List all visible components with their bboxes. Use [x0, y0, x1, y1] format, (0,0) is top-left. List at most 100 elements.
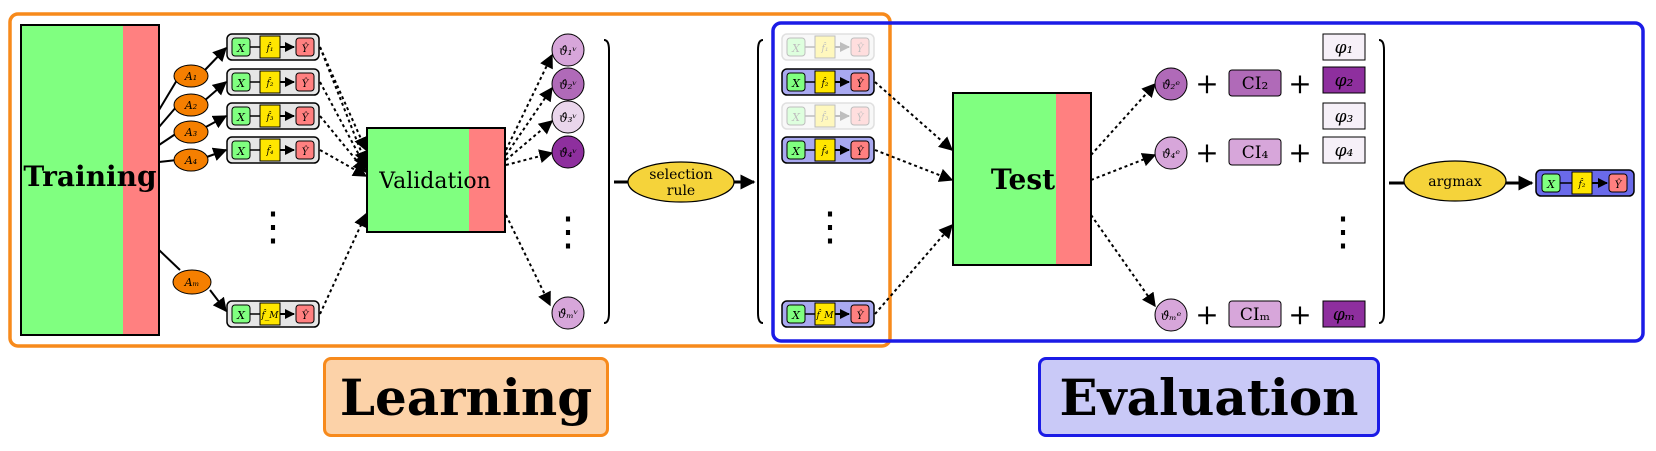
pipeline-input: X	[1546, 178, 1556, 191]
pipeline-faded: X f̂₁ Ŷ	[781, 33, 875, 61]
pipeline-input: X	[791, 145, 801, 158]
learning-title: Learning	[323, 357, 609, 437]
selection-rule-label: selection	[649, 167, 713, 183]
pipeline-input: X	[236, 309, 246, 322]
pipeline-model: f̂₃	[821, 111, 829, 123]
pipeline-selected: X f̂_M Ŷ	[781, 300, 875, 328]
pipeline-selected: X f̂₄ Ŷ	[781, 136, 875, 164]
agent-node: A₂	[173, 93, 209, 117]
evaluation-row: ϑ̂₂ᵉ + CI₂ +	[1154, 67, 1312, 101]
phi-label: φ₃	[1335, 107, 1354, 127]
pipeline-input: X	[791, 77, 801, 90]
estimate-label: ϑ̂₄ᵛ	[559, 146, 577, 160]
test-to-estimates-arrows	[1090, 82, 1157, 308]
pipeline-model: f̂₃	[266, 111, 274, 123]
plus-sign: +	[1288, 136, 1311, 169]
evaluation-title: Evaluation	[1038, 357, 1380, 437]
pipeline-output: Ŷ	[857, 78, 865, 90]
evaluation-row: ϑ̂₄ᵉ + CI₄ +	[1154, 136, 1312, 170]
pipeline-input: X	[791, 309, 801, 322]
pipeline-output: Ŷ	[1615, 179, 1623, 191]
estimate-node: ϑ̂₃ᵛ	[551, 100, 585, 134]
estimate-label: ϑ̂₂ᵛ	[559, 78, 577, 92]
pipeline-output: Ŷ	[857, 112, 865, 124]
validation-dataset: Validation	[366, 127, 506, 233]
agent-node: A₃	[173, 120, 209, 144]
phi-label: φ₂	[1335, 71, 1354, 91]
pipeline-model: f̂₂	[1578, 178, 1586, 190]
pipeline-input: X	[791, 111, 801, 124]
plus-sign: +	[1195, 136, 1218, 169]
pipeline-model: f̂₄	[266, 145, 274, 157]
phi-box: φ₁	[1322, 33, 1366, 61]
learning-title-text: Learning	[339, 367, 593, 427]
selected-pipeline-result: X f̂₂ Ŷ	[1535, 169, 1635, 197]
pipeline-output: Ŷ	[857, 310, 865, 322]
phi-box: φₘ	[1322, 300, 1366, 328]
ci-label: CI₄	[1242, 143, 1269, 163]
plus-sign: +	[1288, 298, 1311, 331]
pipeline-output: Ŷ	[302, 78, 310, 90]
left-bracket	[757, 39, 764, 324]
validation-to-estimates-arrows	[505, 53, 554, 307]
pipeline-model: f̂_M	[815, 309, 834, 321]
pipeline-ellipsis: ⋮	[253, 204, 293, 250]
agent-label: A₁	[184, 70, 197, 83]
pipeline-output: Ŷ	[302, 146, 310, 158]
argmax-label: argmax	[1428, 174, 1482, 190]
agent-label: A₄	[184, 154, 197, 167]
pipeline: X f̂_M Ŷ	[226, 300, 320, 328]
pipeline-input: X	[236, 111, 246, 124]
argmax-node: argmax	[1403, 160, 1507, 202]
pipeline: X f̂₃ Ŷ	[226, 102, 320, 130]
training-label: Training	[23, 160, 156, 193]
evaluation-row: ϑ̂ₘᵉ + CIₘ +	[1154, 298, 1312, 332]
agent-nodes: A₁ A₂ A₃ A₄ Aₘ	[172, 64, 212, 295]
pipeline-selected: X f̂₂ Ŷ	[781, 68, 875, 96]
validation-estimates: ϑ̂₁ᵛ ϑ̂₂ᵛ ϑ̂₃ᵛ ϑ̂₄ᵛ ϑ̂ₘᵛ	[551, 33, 585, 330]
pipeline-input: X	[236, 145, 246, 158]
phi-box: φ₃	[1322, 102, 1366, 130]
pipeline-output: Ŷ	[857, 43, 865, 55]
pipeline-model: f̂_M	[260, 309, 279, 321]
pipeline: X f̂₂ Ŷ	[226, 68, 320, 96]
right-bracket	[603, 39, 610, 324]
estimate-label: ϑ̂ₘᵛ	[558, 307, 578, 321]
pipeline: X f̂₄ Ŷ	[226, 136, 320, 164]
estimate-node: ϑ̂₂ᵛ	[551, 67, 585, 101]
pipeline-ellipsis: ⋮	[810, 204, 850, 250]
pipeline-output: Ŷ	[857, 146, 865, 158]
pipeline-model: f̂₁	[821, 42, 829, 54]
pipeline-to-test-arrows	[874, 81, 954, 315]
pipeline-to-validation-arrows	[319, 46, 368, 315]
phi-box: φ₂	[1322, 66, 1366, 94]
ci-label: CIₘ	[1240, 305, 1270, 325]
pipeline: X f̂₁ Ŷ	[226, 33, 320, 61]
pipeline-model: f̂₂	[266, 77, 274, 89]
phi-box: φ₄	[1322, 136, 1366, 164]
pipeline-input: X	[791, 42, 801, 55]
estimate-node: ϑ̂₄ᵛ	[551, 135, 585, 169]
evaluation-pipelines: X f̂₁ Ŷ X f̂₂ Ŷ X f̂₃ Ŷ	[781, 33, 875, 328]
plus-sign: +	[1288, 67, 1311, 100]
estimate-label: ϑ̂₃ᵛ	[559, 111, 577, 125]
row-ellipsis: ⋮	[1323, 209, 1363, 255]
learning-frame	[8, 12, 892, 348]
phi-column: φ₁ φ₂ φ₃ φ₄ φₘ	[1322, 33, 1366, 328]
estimate-node: ϑ̂ₘᵛ	[551, 296, 585, 330]
training-dataset: Training	[20, 24, 160, 336]
estimate-label: ϑ̂ₘᵉ	[1161, 309, 1182, 323]
validation-label: Validation	[378, 169, 491, 194]
pipeline-faded: X f̂₃ Ŷ	[781, 102, 875, 130]
agent-node: A₄	[173, 148, 209, 172]
pipeline-input: X	[236, 77, 246, 90]
pipeline-model: f̂₁	[266, 42, 274, 54]
evaluation-frame	[771, 21, 1645, 343]
test-dataset: Test	[952, 92, 1092, 266]
estimate-ellipsis: ⋮	[548, 209, 588, 255]
test-label: Test	[991, 163, 1055, 196]
agent-label: A₃	[184, 126, 197, 139]
right-bracket	[1378, 39, 1385, 324]
agent-node: Aₘ	[172, 269, 212, 295]
